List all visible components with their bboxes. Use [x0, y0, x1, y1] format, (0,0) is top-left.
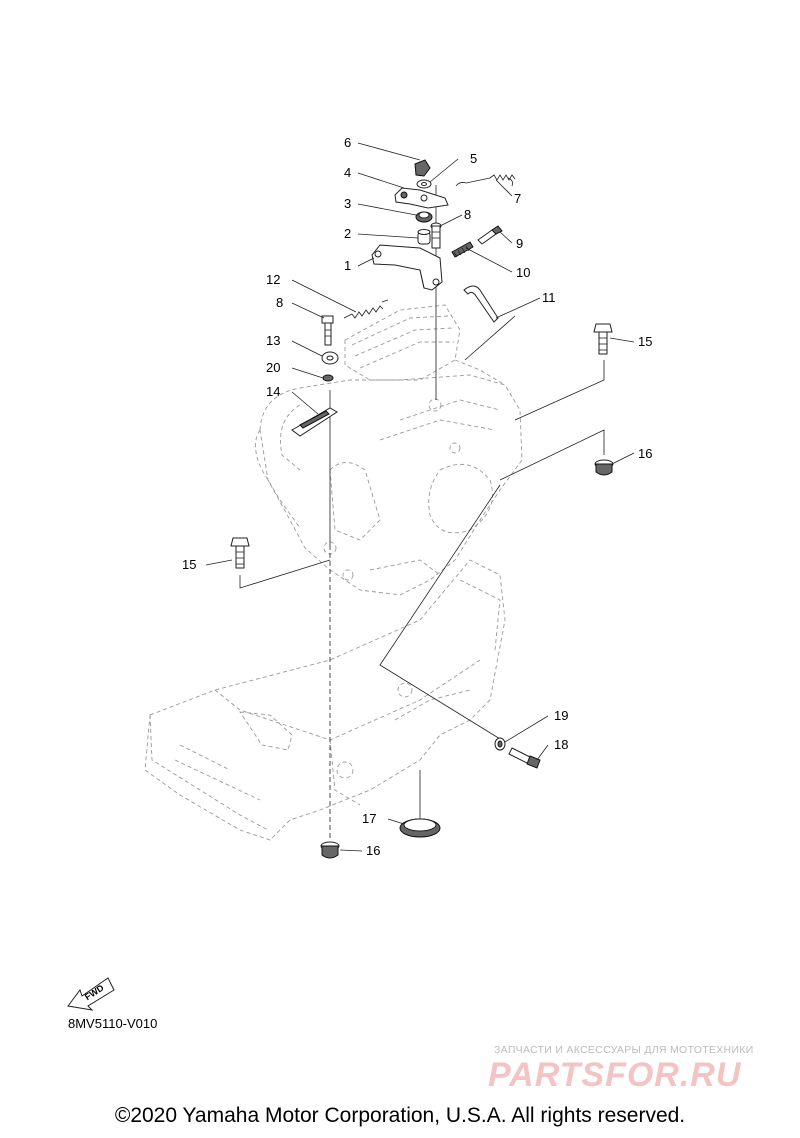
- callout-4: 4: [344, 165, 351, 180]
- grommet-17: [399, 818, 441, 838]
- bolt-8-left: [321, 315, 334, 346]
- callout-16-lower: 16: [366, 843, 380, 858]
- callout-8-upper: 8: [464, 207, 471, 222]
- nut-16-right: [594, 459, 614, 476]
- fwd-arrow-icon: FWD: [67, 977, 115, 1011]
- spring-10: [451, 241, 474, 258]
- spring-12: [343, 299, 389, 319]
- callout-6: 6: [344, 135, 351, 150]
- bolt-9: [477, 225, 503, 245]
- spring-7: [455, 174, 516, 187]
- watermark-tagline: ЗАПЧАСТИ И АКСЕССУАРЫ ДЛЯ МОТОТЕХНИКИ: [494, 1044, 754, 1056]
- callout-9: 9: [516, 236, 523, 251]
- pipe-11: [463, 285, 499, 323]
- callout-7: 7: [514, 191, 521, 206]
- callout-15-left: 15: [182, 557, 196, 572]
- callout-19: 19: [554, 708, 568, 723]
- collar-3: [415, 211, 433, 223]
- bracket-1: [371, 244, 443, 291]
- washer: [416, 179, 432, 189]
- bolt-15-left: [230, 537, 250, 569]
- callout-12: 12: [266, 272, 280, 287]
- callout-3: 3: [344, 196, 351, 211]
- callout-8-left: 8: [276, 295, 283, 310]
- plate-14: [291, 407, 338, 437]
- washer-19: [494, 737, 506, 751]
- callout-leaders: [205, 142, 635, 852]
- collar-13: [321, 351, 339, 365]
- frame-outline: [144, 559, 506, 841]
- callout-1: 1: [344, 258, 351, 273]
- washer-20: [322, 374, 334, 382]
- lever: [394, 187, 449, 209]
- callout-15-right: 15: [638, 334, 652, 349]
- bushing-2: [417, 229, 431, 245]
- bolt-15-right: [593, 323, 613, 355]
- callout-10: 10: [516, 265, 530, 280]
- bolt-8-upper: [430, 222, 442, 249]
- diagram-code: 8MV5110-V010: [68, 1016, 158, 1031]
- callout-13: 13: [266, 333, 280, 348]
- watermark-logo: PARTSFOR.RU: [488, 1056, 742, 1094]
- callout-11: 11: [542, 290, 556, 305]
- callout-17: 17: [362, 811, 376, 826]
- callout-16-right: 16: [638, 446, 652, 461]
- copyright-notice: ©2020 Yamaha Motor Corporation, U.S.A. A…: [114, 1104, 686, 1127]
- callout-18: 18: [554, 737, 568, 752]
- bolt-18: [508, 747, 541, 769]
- leader-lines: [239, 185, 605, 840]
- callout-20: 20: [266, 360, 280, 375]
- nut-16-lower: [320, 841, 340, 859]
- engine-block-outline: [255, 304, 523, 596]
- nut: [414, 159, 431, 177]
- callout-2: 2: [344, 226, 351, 241]
- callout-14: 14: [266, 384, 280, 399]
- callout-5: 5: [470, 151, 477, 166]
